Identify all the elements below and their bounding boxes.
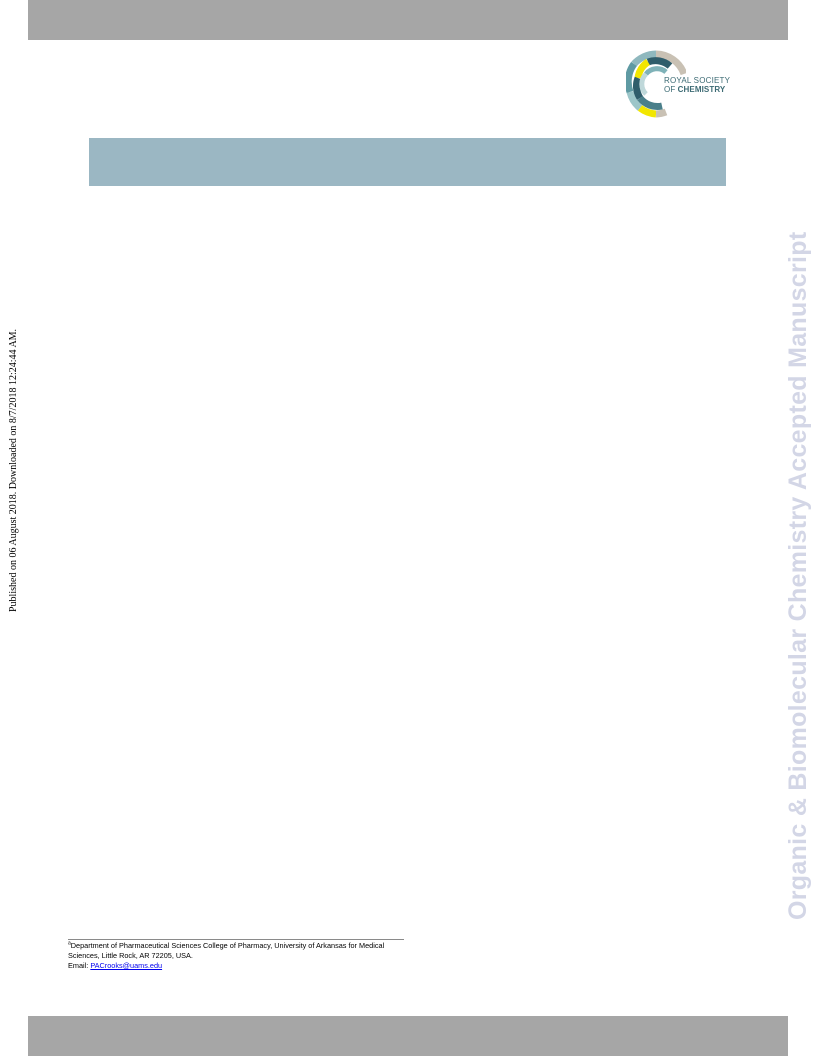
title-banner	[89, 138, 726, 186]
logo-line-2-prefix: OF	[664, 85, 676, 94]
rsc-logo: ROYAL SOCIETY OF CHEMISTRY	[624, 48, 736, 120]
affiliation-footnote: aDepartment of Pharmaceutical Sciences C…	[68, 941, 413, 971]
header-bar	[28, 0, 788, 40]
logo-line-1: ROYAL SOCIETY	[664, 76, 731, 85]
footnote-email-link[interactable]: PACrooks@uams.edu	[90, 961, 163, 970]
rsc-logo-wordmark: ROYAL SOCIETY OF CHEMISTRY	[664, 76, 730, 94]
footnote-affiliation: Department of Pharmaceutical Sciences Co…	[68, 941, 385, 960]
logo-line-2-bold: CHEMISTRY	[677, 85, 726, 94]
footnote-divider	[68, 939, 404, 940]
footnote-email-label: Email:	[68, 961, 89, 970]
footer-bar	[28, 1016, 788, 1056]
accepted-manuscript-watermark: Organic & Biomolecular Chemistry Accepte…	[784, 231, 812, 920]
rsc-logo-mark-icon	[624, 50, 688, 118]
publication-stamp: Published on 06 August 2018. Downloaded …	[8, 328, 19, 612]
logo-line-2: OF CHEMISTRY	[664, 85, 730, 94]
footnote-marker: a	[68, 940, 71, 947]
